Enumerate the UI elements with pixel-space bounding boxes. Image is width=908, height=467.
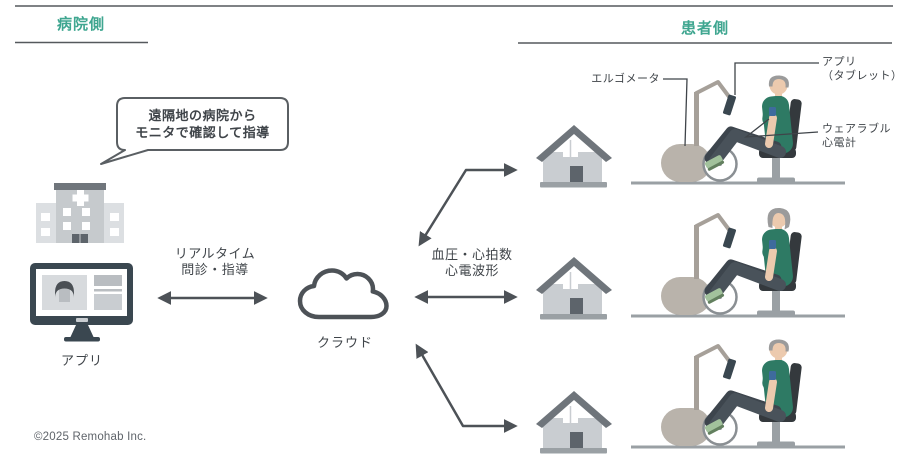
vitals-text: 血圧・心拍数 心電波形 (431, 247, 512, 279)
speech-bubble-line2: モニタで確認して指導 (135, 125, 270, 140)
ergometer-patient-illustration (623, 336, 855, 452)
realtime-line2: 問診・指導 (181, 262, 249, 277)
speech-bubble-line1: 遠隔地の病院から (148, 108, 257, 123)
patient-side-header: 患者側 (680, 20, 730, 37)
monitor-app-icon (30, 263, 133, 342)
wearable-ecg-label: ウェアラブル 心電計 (822, 122, 891, 150)
speech-bubble (100, 97, 289, 165)
cloud-house-arrow-bottom (415, 343, 518, 433)
vitals-line2: 心電波形 (444, 263, 500, 278)
house-icon (535, 390, 613, 455)
cloud-icon (297, 268, 389, 320)
speech-bubble-text: 遠隔地の病院から モニタで確認して指導 (117, 99, 288, 149)
copyright-text: ©2025 Remohab Inc. (34, 431, 147, 443)
app-tablet-label: アプリ （タブレット） (822, 55, 903, 83)
app-tablet-label-line1: アプリ (822, 56, 857, 68)
app-tablet-label-line2: （タブレット） (822, 70, 903, 82)
wearable-ecg-label-line1: ウェアラブル (822, 123, 891, 135)
monitor-app-label: アプリ (60, 353, 104, 368)
cloud-house-arrow-top (418, 163, 518, 247)
hospital-side-header: 病院側 (56, 16, 106, 33)
ergometer-patient-illustration (623, 205, 855, 321)
wearable-ecg-label-line2: 心電計 (822, 137, 857, 149)
realtime-text: リアルタイム 問診・指導 (175, 246, 256, 278)
cloud-label: クラウド (316, 335, 374, 350)
hospital-building-icon (36, 183, 124, 243)
house-icon (535, 124, 613, 189)
house-icon (535, 256, 613, 321)
realtime-line1: リアルタイム (174, 246, 256, 261)
ergometer-label: エルゴメータ (591, 73, 660, 85)
ergometer-patient-illustration (623, 72, 855, 188)
vitals-line1: 血圧・心拍数 (431, 247, 513, 262)
